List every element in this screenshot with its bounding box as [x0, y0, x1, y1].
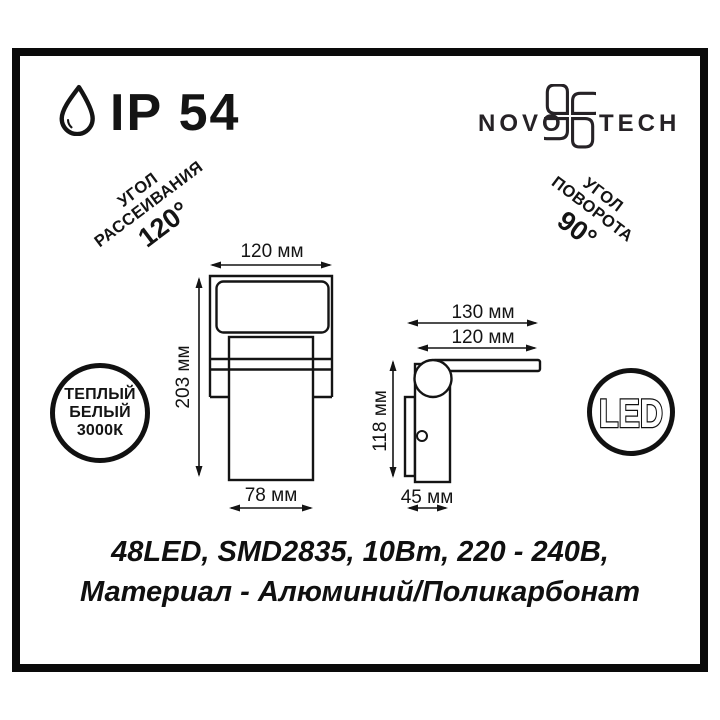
- led-badge-icon: LED: [598, 391, 665, 438]
- front-view-drawing: [195, 261, 334, 512]
- logo-text-novo: NOVO: [478, 110, 565, 137]
- side-view-drawing: [389, 319, 542, 512]
- warm-white-line1: ТЕПЛЫЙ: [64, 386, 136, 404]
- outer-border-frame: [12, 48, 708, 672]
- spec-line-1: 48LED, SMD2835, 10Вт, 220 - 240В,: [111, 536, 609, 568]
- warm-white-line2: БЕЛЫЙ: [69, 404, 131, 422]
- front-base-dim: 78 мм: [244, 485, 298, 506]
- ip-rating-label: IP 54: [110, 83, 241, 142]
- side-arm-depth-dim: 120 мм: [451, 327, 515, 348]
- side-base-depth-dim: 45 мм: [400, 487, 454, 508]
- led-badge-text: LED: [599, 392, 663, 436]
- ip-rating: IP 54: [56, 84, 240, 141]
- water-drop-icon: [56, 84, 98, 141]
- warm-white-badge: ТЕПЛЫЙ БЕЛЫЙ 3000К: [50, 363, 150, 463]
- spec-text: 48LED, SMD2835, 10Вт, 220 - 240В, Матери…: [12, 532, 708, 612]
- logo-text-tech: TECH: [599, 110, 681, 137]
- spec-line-2: Материал - Алюминий/Поликарбонат: [79, 576, 641, 608]
- front-height-dim: 203 мм: [173, 345, 194, 409]
- side-height-dim: 118 мм: [370, 390, 391, 452]
- front-width-dim: 120 мм: [240, 241, 304, 262]
- led-badge: LED: [587, 368, 675, 456]
- warm-white-line3: 3000К: [76, 421, 124, 439]
- side-total-depth-dim: 130 мм: [451, 302, 515, 323]
